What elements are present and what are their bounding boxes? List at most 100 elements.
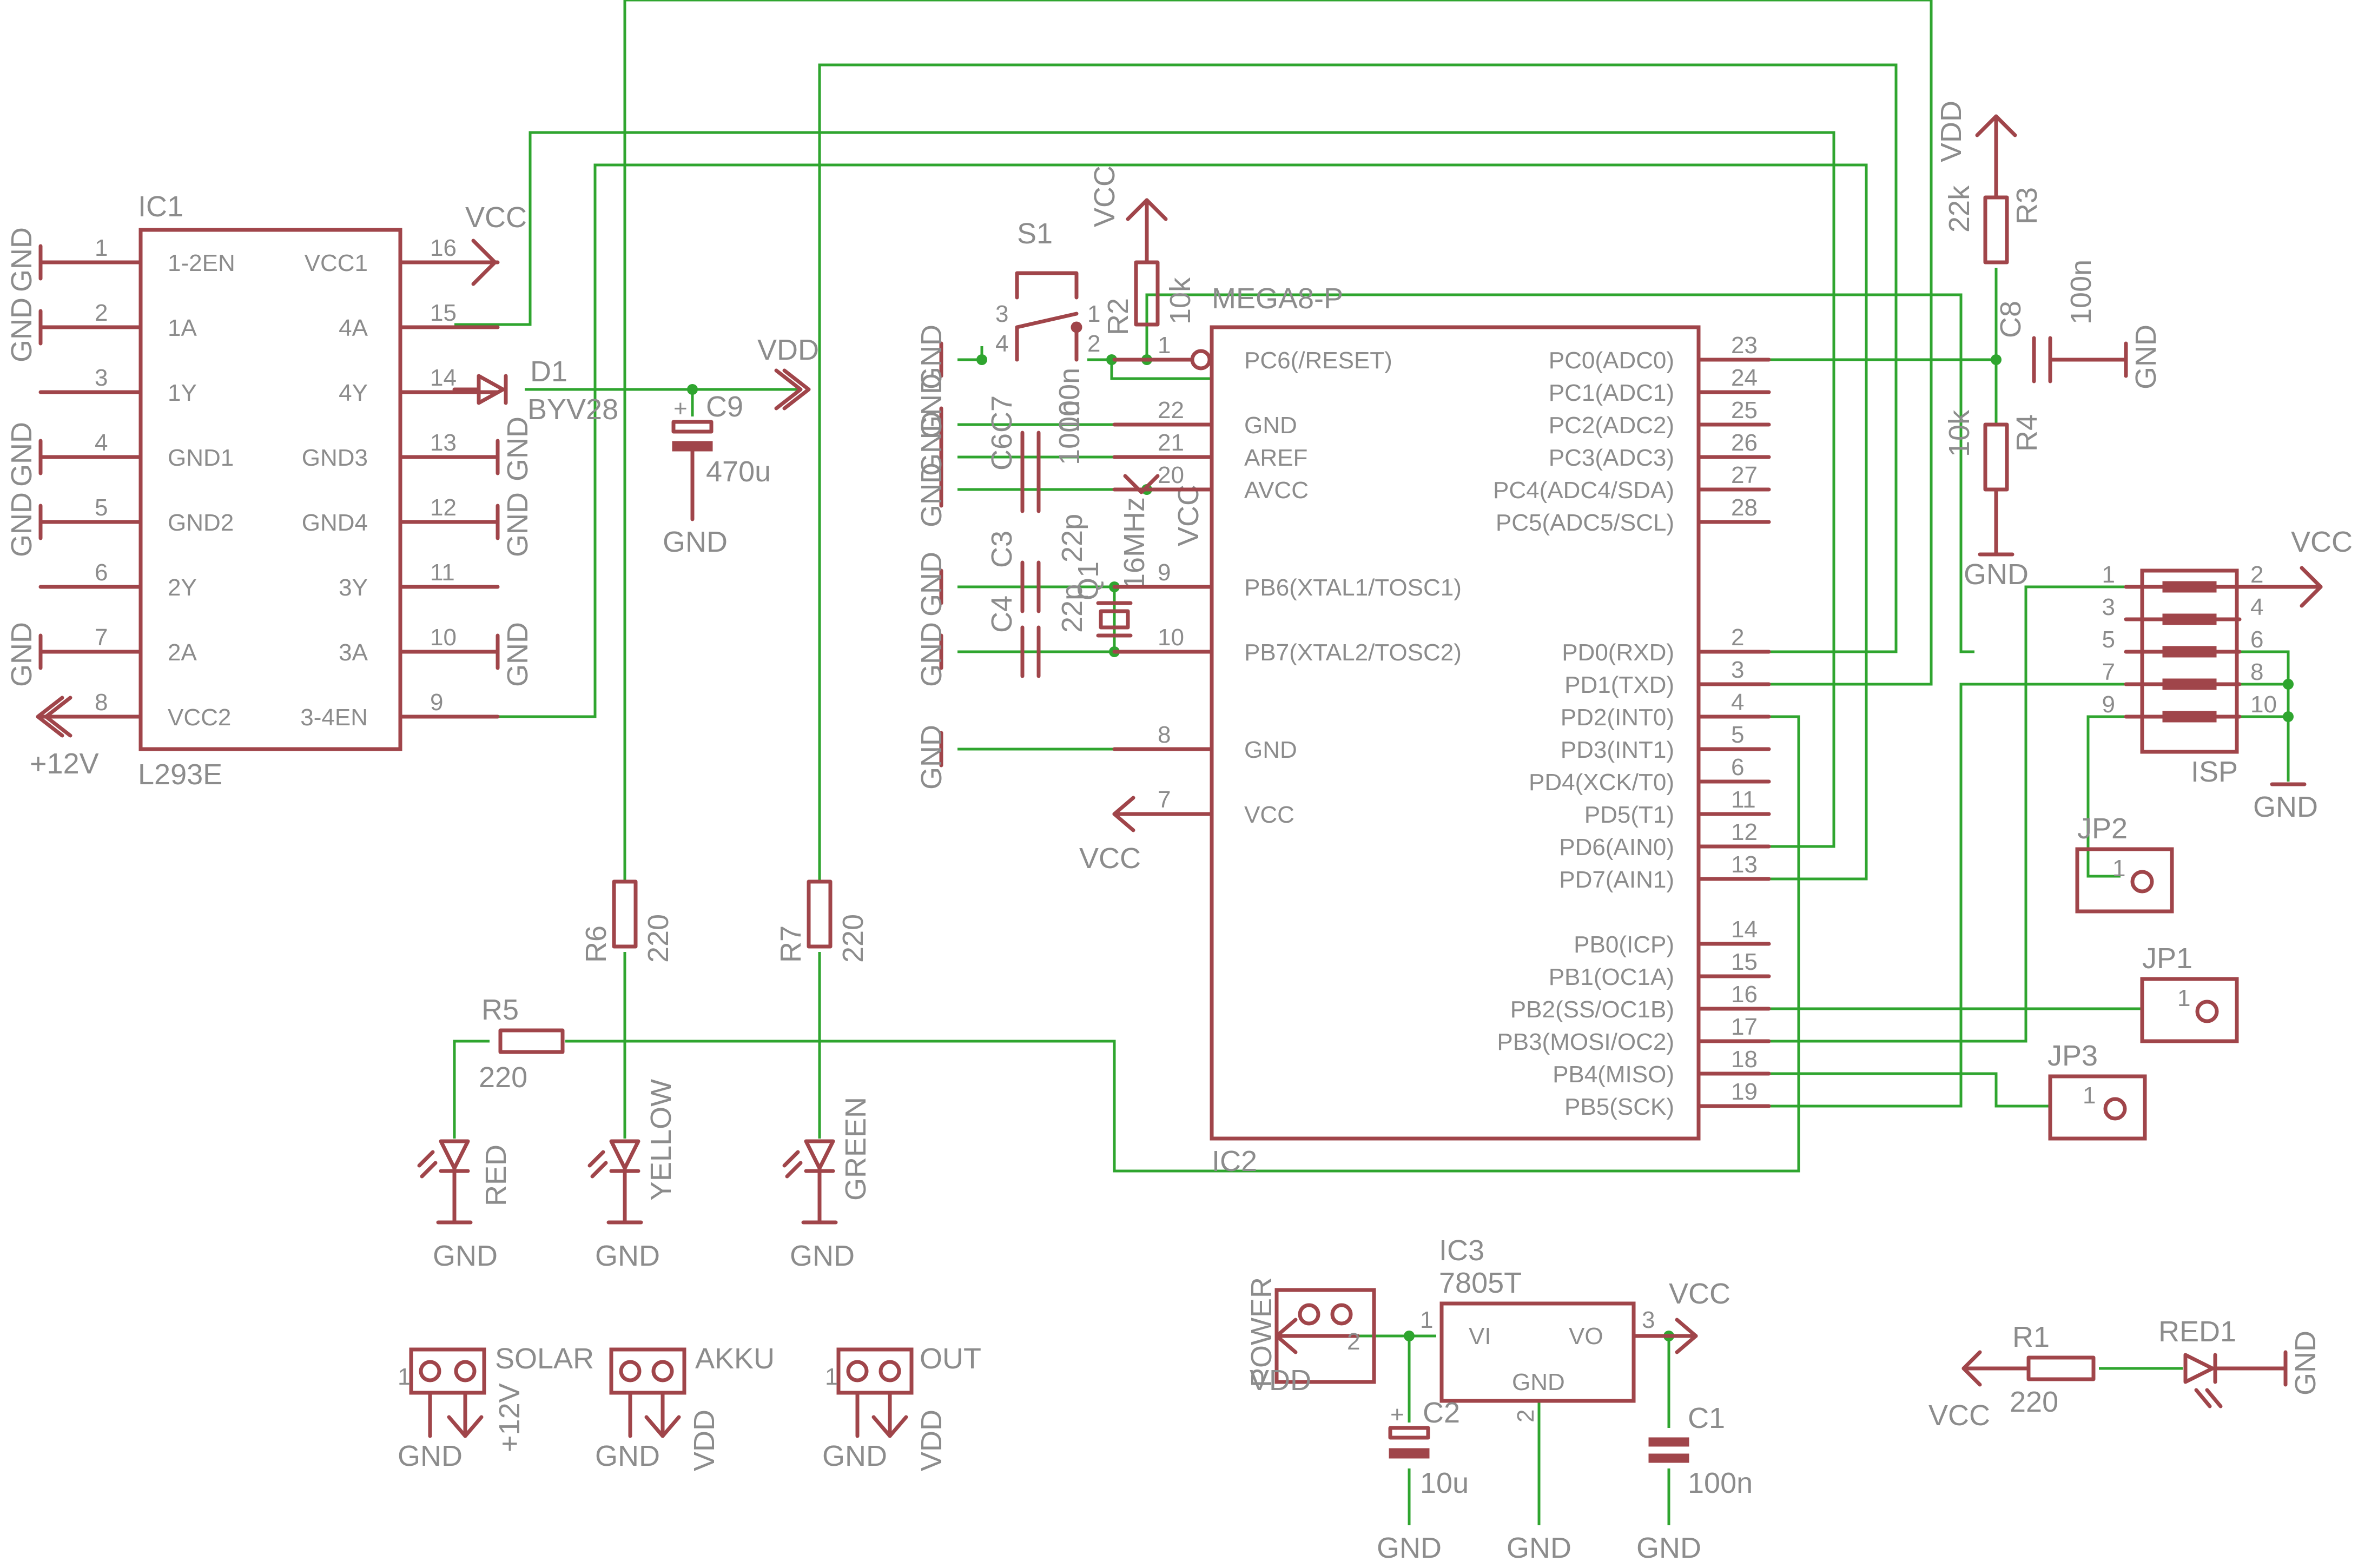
ic2-pin-label: PC5(ADC5/SCL) xyxy=(1496,510,1674,536)
s1-contact xyxy=(1071,321,1082,333)
connector-pin1: 1 xyxy=(825,1364,838,1390)
connector-pin2: 2 xyxy=(1347,1328,1360,1355)
connector-body xyxy=(836,1347,914,1395)
ic3-7805[interactable]: IC3 7805T VI VO GND 1 3 2 VCC xyxy=(1420,1234,1730,1423)
ic1-l293e[interactable]: IC1 L293E 11-2EN21A31Y4GND15GND262Y72A8V… xyxy=(5,190,534,791)
v12-arrow xyxy=(36,696,64,738)
connector-solar[interactable]: 1 SOLAR GND +12V xyxy=(398,1342,594,1472)
c8-name: C8 xyxy=(1994,301,2027,338)
q1-crystal[interactable]: Q1 16MHz xyxy=(1072,497,1151,638)
led-ray xyxy=(2205,1388,2223,1408)
r1-resistor[interactable]: VCC R1 220 xyxy=(1928,1321,2096,1432)
c2-capacitor[interactable]: + C2 10u GND xyxy=(1377,1397,1469,1564)
gnd-label: GND xyxy=(398,1440,463,1472)
r3-vdd: VDD xyxy=(1935,101,1967,162)
c2-plus: + xyxy=(1390,1401,1404,1428)
r3-body xyxy=(1983,195,2009,264)
jp3-jumper[interactable]: 1 JP3 xyxy=(2047,1040,2147,1141)
ic3-pin1: 1 xyxy=(1420,1307,1433,1333)
vdd-label: VDD xyxy=(757,334,819,366)
c9-plus: + xyxy=(673,395,688,422)
led-green[interactable]: GREEN GND xyxy=(782,1097,872,1272)
ic2-pin-label: PC0(ADC0) xyxy=(1549,347,1674,374)
ic3-gnd: GND xyxy=(1512,1369,1565,1395)
jp2-pin: 1 xyxy=(2112,855,2125,882)
v12-label: +12V xyxy=(30,747,99,780)
q1-body xyxy=(1099,609,1130,630)
ic2-pin-label: PB4(MISO) xyxy=(1553,1061,1674,1088)
led-yellow[interactable]: YELLOW GND xyxy=(587,1079,677,1272)
r7-resistor[interactable]: R7 220 xyxy=(775,879,869,963)
junction xyxy=(1404,1331,1415,1341)
d1-diode[interactable]: D1 BYV28 xyxy=(452,355,618,426)
s1-pin: 3 xyxy=(995,301,1008,327)
ic1-pin-num: 5 xyxy=(95,494,108,521)
isp-pin-pad xyxy=(2162,581,2217,593)
r6-resistor[interactable]: R6 220 xyxy=(580,879,675,963)
connector-pin1: 1 xyxy=(398,1364,411,1390)
c9-capacitor[interactable]: + C9 470u GND xyxy=(663,391,771,558)
c1-plate xyxy=(1648,1437,1689,1447)
jp1-pin: 1 xyxy=(2177,985,2190,1011)
isp-pin-num: 4 xyxy=(2250,594,2263,620)
jp2-jumper[interactable]: 1 JP2 xyxy=(2075,812,2174,914)
led-red[interactable]: RED GND xyxy=(417,1139,512,1272)
connector-out[interactable]: 1 OUT GND VDD xyxy=(822,1342,981,1472)
ic2-mega8[interactable]: MEGA8-P IC2 1PC6(/RESET)22GND21AREF20AVC… xyxy=(1112,282,1771,1177)
ic1-pin-label: VCC2 xyxy=(168,704,231,731)
led-ray xyxy=(785,1161,803,1179)
ic2-pin-num: 9 xyxy=(1158,559,1171,586)
r2-resistor[interactable]: VCC R2 10k xyxy=(1088,166,1197,335)
r4-name: R4 xyxy=(2011,414,2043,452)
vdd-label: VDD xyxy=(688,1410,721,1471)
connector-power[interactable]: 2 POWER VDD xyxy=(1245,1277,1376,1397)
ic1-pin-num: 8 xyxy=(95,689,108,716)
ic2-pin-num: 26 xyxy=(1731,429,1758,456)
r5-resistor[interactable]: R5 220 xyxy=(479,994,565,1094)
c9-name: C9 xyxy=(706,391,743,423)
connector-akku[interactable]: AKKU GND VDD xyxy=(595,1342,775,1472)
ic2-pin-num: 8 xyxy=(1158,722,1171,748)
r7-value: 220 xyxy=(837,914,869,963)
ic2-pin-label: PB6(XTAL1/TOSC1) xyxy=(1244,574,1462,601)
ic1-pin-label: 3-4EN xyxy=(300,704,368,731)
c8-value: 100n xyxy=(2065,260,2097,325)
gnd-label: GND xyxy=(2289,1331,2322,1395)
junction xyxy=(976,354,987,365)
connector-pad xyxy=(651,1360,674,1382)
q1-value: 16MHz xyxy=(1118,497,1151,590)
jp1-body xyxy=(2140,977,2239,1043)
ic2-pin-label: AVCC xyxy=(1244,477,1309,504)
c2-plate-top xyxy=(1388,1426,1430,1440)
gnd-label: GND xyxy=(5,422,38,487)
c3-c4-capacitors[interactable]: GND GND C3 22p C4 22p xyxy=(915,514,1088,687)
jp2-name: JP2 xyxy=(2077,812,2128,845)
gnd-label: GND xyxy=(501,416,534,481)
avcc-label: VCC xyxy=(1172,485,1205,546)
r3-r4-c8[interactable]: VDD R3 22k R4 10k GND C8 100n GND xyxy=(1935,101,2162,591)
ic3-ground: GND xyxy=(1507,1532,1571,1564)
ic1-pin-num: 11 xyxy=(430,559,455,586)
red1-name: RED1 xyxy=(2158,1315,2236,1348)
ic1-pin-label: VCC1 xyxy=(305,250,368,276)
red1-led[interactable]: RED1 GND xyxy=(2158,1315,2322,1408)
gnd-label: GND xyxy=(5,622,38,687)
ic1-pin-label: 4A xyxy=(339,315,368,341)
ic1-pin-label: 4Y xyxy=(339,380,368,406)
ic2-pin-label: PB2(SS/OC1B) xyxy=(1510,996,1674,1023)
r4-value: 10k xyxy=(1943,409,1976,457)
gnd-label: GND xyxy=(915,462,948,527)
ic1-pin-label: GND3 xyxy=(302,445,368,471)
jp1-jumper[interactable]: 1 JP1 xyxy=(2140,942,2239,1043)
s1-switch[interactable]: S1 3 4 1 2 GND xyxy=(915,217,1100,389)
ic1-pin-num: 16 xyxy=(430,235,457,261)
isp-pin-num: 5 xyxy=(2102,626,2115,653)
junction xyxy=(2283,711,2294,722)
c1-capacitor[interactable]: C1 100n GND xyxy=(1636,1402,1753,1564)
ic2-pin-label: PB7(XTAL2/TOSC2) xyxy=(1244,639,1462,666)
c2-plate-bottom xyxy=(1389,1448,1430,1459)
junction xyxy=(687,384,698,395)
c7-c6-capacitors[interactable]: GND GND GND C7 100n C6 100n VCC xyxy=(915,368,1205,546)
